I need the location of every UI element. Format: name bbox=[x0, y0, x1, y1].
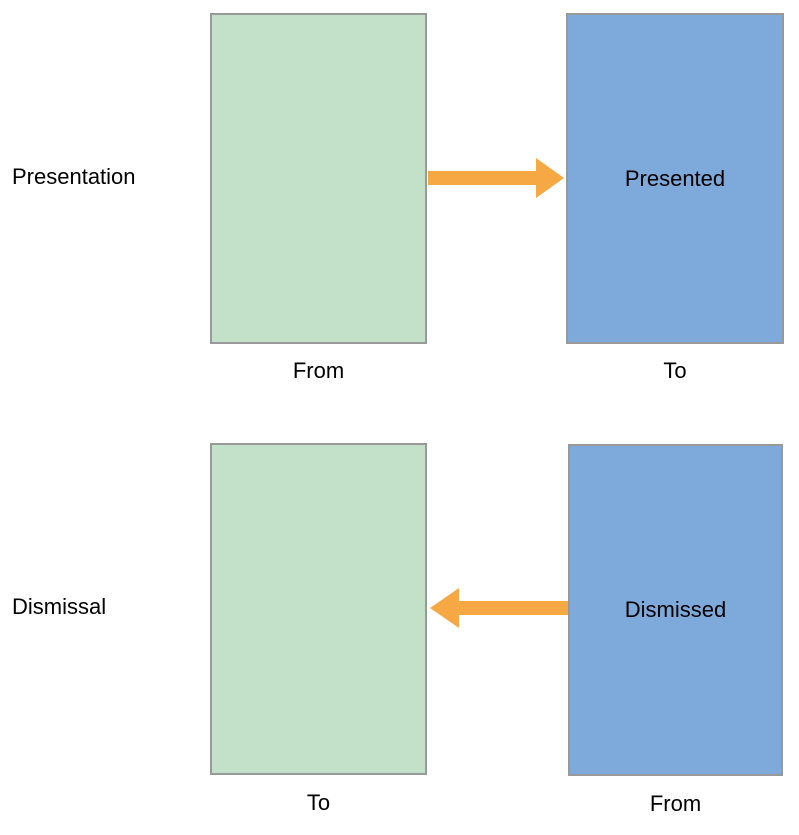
presentation-right-arrow-icon bbox=[428, 158, 564, 198]
presented-label: Presented bbox=[624, 165, 726, 191]
dismissal-to-box bbox=[210, 443, 427, 775]
dismissal-row-label: Dismissal bbox=[12, 594, 107, 619]
presentation-to-caption: To bbox=[663, 358, 687, 383]
dismissed-label: Dismissed bbox=[624, 597, 727, 622]
dismissal-to-caption: To bbox=[306, 790, 331, 815]
dismissal-from-box: Dismissed bbox=[568, 444, 783, 776]
presentation-from-box bbox=[210, 13, 427, 344]
dismissal-from-caption: From bbox=[649, 791, 702, 816]
presentation-to-box: Presented bbox=[566, 13, 784, 344]
presentation-from-caption: From bbox=[292, 358, 345, 383]
dismissal-left-arrow-icon bbox=[430, 588, 568, 628]
presentation-row-label: Presentation bbox=[12, 164, 136, 189]
